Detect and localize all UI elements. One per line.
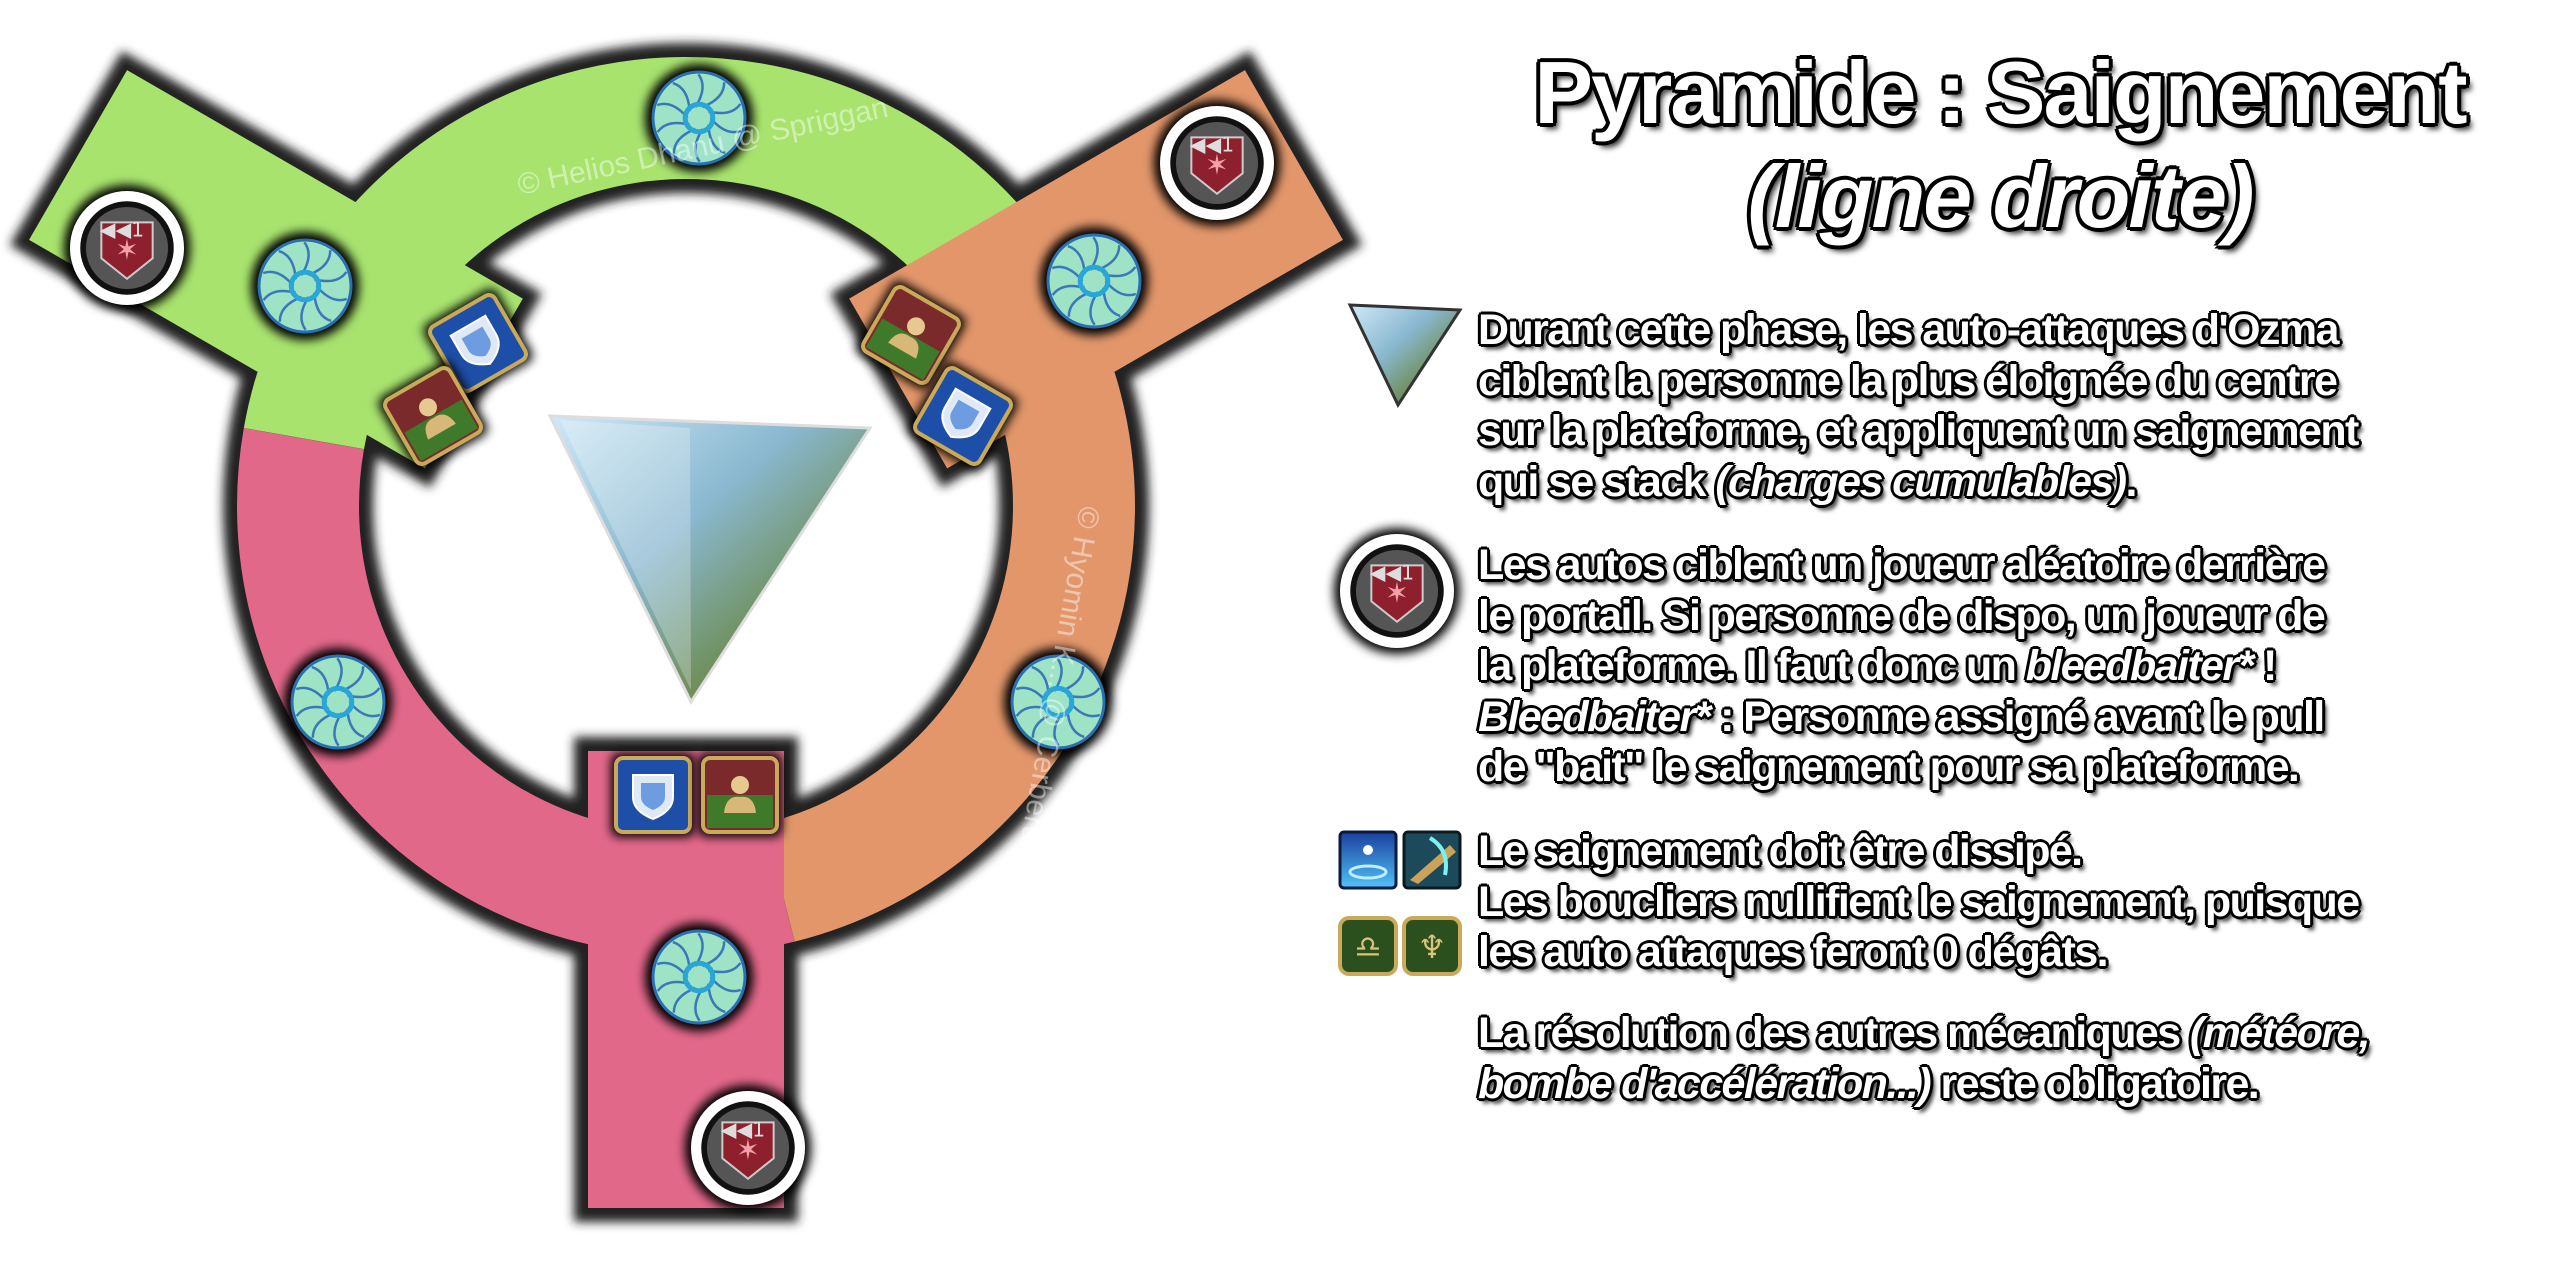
- text-line: Durant cette phase, les auto-attaques d'…: [1478, 305, 2358, 356]
- italic-text: Bleedbaiter*: [1478, 692, 1711, 741]
- text-block-1: Durant cette phase, les auto-attaques d'…: [1478, 305, 2359, 508]
- italic-text: (météore,: [2189, 1009, 2371, 1057]
- healer-role-icon: [698, 753, 782, 837]
- text-segment: : Personne assigné avant le pull: [1709, 692, 2325, 741]
- aether-current-icon: [645, 923, 753, 1031]
- text-block-4: La résolution des autres mécaniques (mét…: [1478, 1008, 2371, 1110]
- tank-role-icon: [908, 361, 1018, 471]
- ozma-pyramid-icon: [547, 414, 873, 706]
- text-line: La résolution des autres mécaniques (mét…: [1478, 1008, 2371, 1059]
- text-line: sur la plateforme, et appliquent un saig…: [1478, 406, 2359, 457]
- title-line-2: (ligne droite): [1747, 147, 2255, 246]
- text-line: Les autos ciblent un joueur aléatoire de…: [1478, 540, 2326, 591]
- text-line: Les boucliers nullifient le saignement, …: [1478, 877, 2360, 928]
- text-segment: Durant cette phase, les auto-attaques d'…: [1478, 306, 2339, 354]
- italic-text: bleedbaiter*: [2025, 642, 2255, 690]
- text-segment: ciblent la personne la plus éloignée du …: [1478, 356, 2338, 405]
- text-line: bombe d'accélération...) reste obligatoi…: [1478, 1059, 2369, 1110]
- text-line: de "bait" le saignement pour sa platefor…: [1478, 742, 2324, 793]
- svg-text:◀◀1: ◀◀1: [721, 1117, 766, 1141]
- text-segment: Les autos ciblent un joueur aléatoire de…: [1478, 541, 2326, 589]
- text-segment: .: [2125, 457, 2137, 506]
- text-line: Le saignement doit être dissipé.: [1478, 826, 2359, 877]
- text-segment: la plateforme. Il faut donc un: [1478, 642, 2026, 690]
- text-line: ciblent la personne la plus éloignée du …: [1478, 356, 2358, 407]
- text-segment: La résolution des autres mécaniques: [1478, 1009, 2190, 1057]
- bleed-target-icon: ✶◀◀1: [64, 185, 190, 311]
- text-block-3: Le saignement doit être dissipé.Les bouc…: [1478, 826, 2360, 978]
- text-segment: Les boucliers nullifient le saignement, …: [1478, 877, 2360, 926]
- text-segment: qui se stack: [1478, 457, 1716, 506]
- tank-role-icon: [611, 753, 695, 837]
- aether-current-icon: [645, 64, 753, 172]
- text-segment: sur la plateforme, et appliquent un saig…: [1478, 407, 2359, 455]
- aether-current-icon: [1040, 227, 1148, 335]
- text-segment: reste obligatoire.: [1930, 1059, 2259, 1108]
- text-line: qui se stack (charges cumulables).: [1478, 457, 2358, 508]
- italic-text: bombe d'accélération...): [1478, 1059, 1932, 1108]
- text-segment: le portail. Si personne de dispo, un jou…: [1478, 591, 2326, 640]
- svg-text:✶: ✶: [115, 234, 139, 267]
- text-segment: les auto attaques feront 0 dégâts.: [1478, 928, 2109, 976]
- text-block-2: Les autos ciblent un joueur aléatoire de…: [1478, 540, 2326, 793]
- svg-text:✶: ✶: [736, 1134, 760, 1167]
- svg-text:✶: ✶: [1205, 149, 1229, 182]
- text-segment: Le saignement doit être dissipé.: [1478, 827, 2083, 875]
- pyramid-facet: [560, 420, 691, 690]
- bleed-target-icon: ✶◀◀1: [685, 1085, 811, 1211]
- aether-current-icon: [251, 232, 359, 340]
- text-line: la plateforme. Il faut donc un bleedbait…: [1478, 641, 2324, 692]
- svg-text:◀◀1: ◀◀1: [1190, 132, 1235, 156]
- svg-text:◀◀1: ◀◀1: [100, 217, 145, 241]
- bleed-target-icon: ✶◀◀1: [1154, 100, 1280, 226]
- healer-role-icon: [856, 280, 966, 390]
- text-line: les auto attaques feront 0 dégâts.: [1478, 927, 2359, 978]
- text-line: Bleedbaiter* : Personne assigné avant le…: [1478, 692, 2325, 743]
- italic-text: (charges cumulables): [1715, 457, 2127, 506]
- aether-current-icon: [284, 648, 392, 756]
- text-segment: de "bait" le saignement pour sa platefor…: [1478, 743, 2300, 791]
- text-segment: !: [2252, 642, 2277, 690]
- aether-current-icon: [1004, 648, 1112, 756]
- text-line: le portail. Si personne de dispo, un jou…: [1478, 591, 2326, 642]
- title-line-1: Pyramide : Saignement: [1534, 43, 2467, 142]
- healer-role-icon: [378, 361, 488, 471]
